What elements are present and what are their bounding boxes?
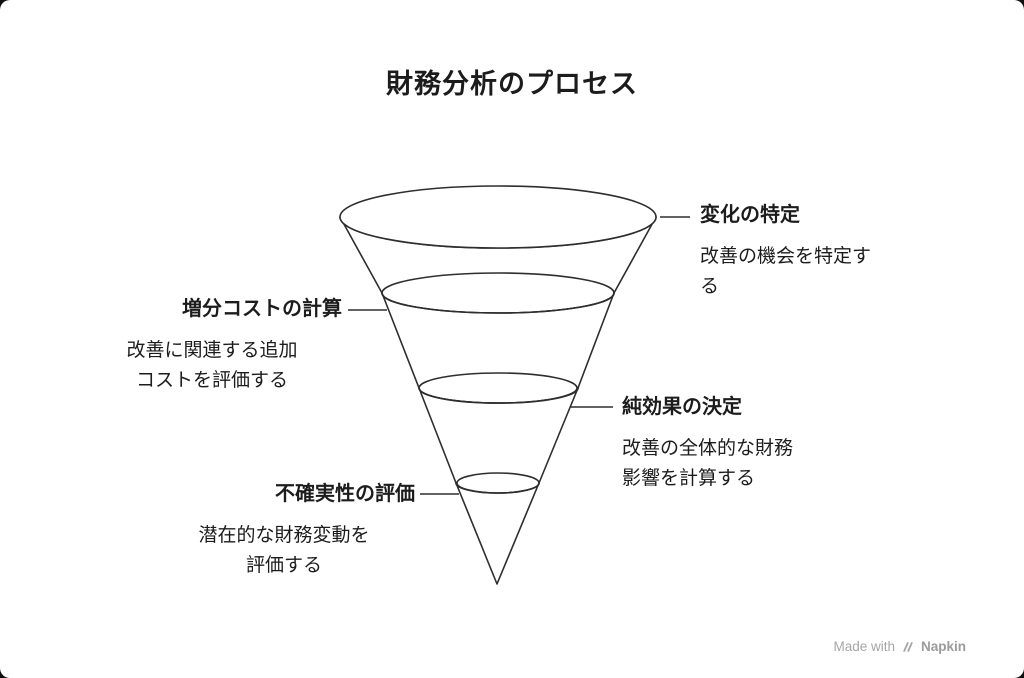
stage-block-uncertainty: 不確実性の評価 潜在的な財務変動を 評価する <box>153 481 415 581</box>
funnel-top-opening <box>339 185 657 249</box>
stage-description: 改善に関連する追加 コストを評価する <box>126 340 298 391</box>
stage-label: 増分コストの計算 <box>182 298 342 320</box>
watermark-brand-text: Napkin <box>920 639 966 654</box>
stage-block-change-identification: 変化の特定 改善の機会を特定す る <box>700 202 930 302</box>
watermark: Made with Napkin <box>833 639 966 654</box>
funnel-rim-2 <box>381 272 615 314</box>
napkin-logo-icon <box>903 641 913 652</box>
stage-block-incremental-cost: 増分コストの計算 改善に関連する追加 コストを評価する <box>82 296 342 396</box>
funnel-rim-4 <box>456 472 540 494</box>
stage-description: 潜在的な財務変動を 評価する <box>198 525 370 576</box>
funnel-segment-4 <box>455 482 540 585</box>
stage-label: 不確実性の評価 <box>275 483 415 505</box>
funnel-rim-3 <box>418 372 578 404</box>
stage-block-net-effect: 純効果の決定 改善の全体的な財務 影響を計算する <box>622 394 862 494</box>
stage-description: 改善の機会を特定す る <box>700 246 872 297</box>
diagram-title: 財務分析のプロセス <box>386 69 638 99</box>
watermark-made-with-text: Made with <box>833 639 895 654</box>
stage-label: 純効果の決定 <box>622 396 742 418</box>
stage-label: 変化の特定 <box>700 204 800 226</box>
stage-description: 改善の全体的な財務 影響を計算する <box>622 438 794 489</box>
